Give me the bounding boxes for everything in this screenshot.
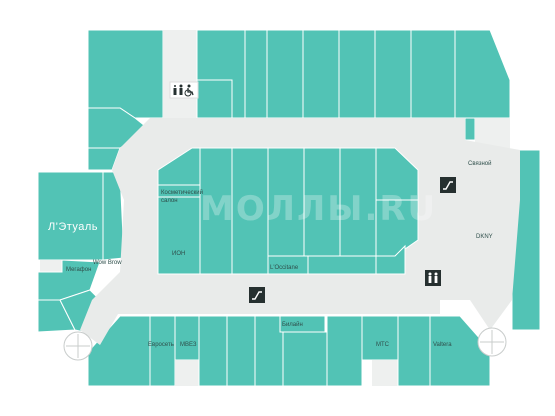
escalator-icon[interactable] — [249, 287, 265, 303]
inner-island — [157, 147, 419, 275]
store-label-valtera[interactable]: Valtera — [433, 342, 452, 348]
store-label-cosmetic-salon[interactable]: Косметический салон — [161, 189, 205, 204]
store-label-megafon[interactable]: Мегафон — [66, 267, 91, 273]
watermark: МОЛЛЫ.RU — [200, 189, 437, 229]
store-label-loccitane[interactable]: L'Occitane — [270, 265, 299, 271]
store-label-mvideo[interactable]: МВЕЗ — [180, 342, 197, 348]
accessible-icon[interactable] — [184, 84, 194, 97]
store-label-evroset[interactable]: Евросеть — [148, 342, 174, 348]
entrance-right[interactable] — [477, 327, 507, 357]
store-label-wow-brow[interactable]: Wow Brow — [93, 260, 122, 266]
store-label-etoile[interactable]: Л'Этуаль — [48, 221, 98, 233]
store-label-beeline[interactable]: Билайн — [282, 321, 303, 328]
entrance-left[interactable] — [63, 331, 93, 361]
restroom-icon[interactable] — [169, 81, 199, 99]
store-label-svyaznoy[interactable]: Связной — [468, 160, 491, 167]
store-label-dkny[interactable]: DKNY — [476, 234, 493, 240]
restroom-icon[interactable] — [425, 270, 441, 286]
store-label-ion[interactable]: ИОН — [172, 251, 185, 257]
store-label-mts[interactable]: МТС — [376, 342, 390, 348]
escalator-icon[interactable] — [440, 177, 456, 193]
